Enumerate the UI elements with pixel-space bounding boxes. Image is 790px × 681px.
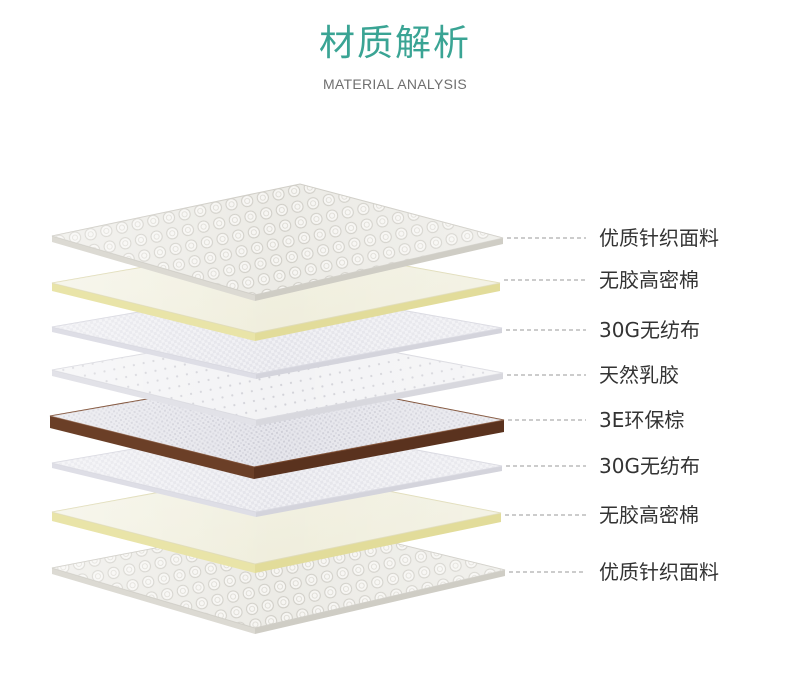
layer-edge-side	[255, 513, 501, 573]
layer-knit-fabric-top	[51, 183, 504, 301]
layer-edge-side	[255, 283, 500, 341]
layer-sheen	[52, 184, 503, 295]
layer-edge-side	[256, 328, 502, 379]
layer-edge-front	[52, 512, 255, 573]
layer-edge-front	[52, 327, 256, 379]
layer-label-knit-fabric-top: 优质针织面料	[599, 226, 719, 250]
layer-label-latex: 天然乳胶	[599, 363, 679, 387]
layer-edge-front	[52, 283, 255, 341]
layer-edge-side	[255, 570, 505, 634]
layer-edge-side	[256, 466, 502, 517]
layer-edge-side	[256, 373, 503, 426]
layer-edge-front	[52, 568, 255, 634]
page-title: 材质解析	[318, 23, 471, 64]
layer-edge-front	[50, 416, 254, 479]
layer-label-nonwoven-top: 30G无纺布	[599, 318, 700, 342]
layer-edge-front	[52, 463, 256, 517]
layer-edge-front	[52, 236, 255, 301]
layer-label-nonwoven-bottom: 30G无纺布	[599, 454, 700, 478]
layer-label-knit-fabric-bottom: 优质针织面料	[599, 560, 719, 584]
page-subtitle: MATERIAL ANALYSIS	[322, 76, 468, 92]
layer-label-glueless-cotton-top: 无胶高密棉	[599, 268, 699, 292]
layer-edge-front	[52, 370, 256, 426]
layer-edge-side	[255, 238, 503, 301]
layer-edge-side	[254, 420, 504, 479]
layer-label-coir: 3E环保棕	[599, 408, 685, 432]
layer-label-glueless-cotton-bottom: 无胶高密棉	[599, 503, 699, 527]
